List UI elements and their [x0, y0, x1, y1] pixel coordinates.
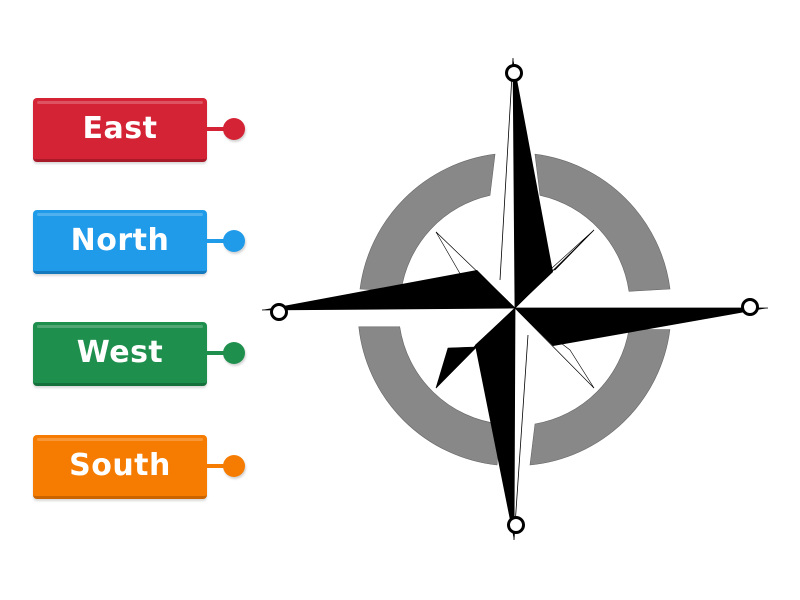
compass-point-south [475, 308, 515, 540]
compass-ring [358, 153, 671, 466]
label-west[interactable]: West [33, 322, 248, 388]
label-west-card[interactable]: West [33, 322, 207, 386]
compass-ring-segment-top-left [359, 153, 496, 292]
compass-ring-segment-bottom-left [358, 326, 501, 466]
label-north-text: North [70, 223, 170, 258]
target-north[interactable] [505, 64, 523, 82]
compass-ring-segment-bottom-right [529, 329, 671, 466]
drop-targets[interactable] [270, 64, 759, 534]
label-north-card[interactable]: North [33, 210, 207, 274]
label-east-pin[interactable] [223, 118, 245, 140]
label-east-connector [207, 127, 227, 131]
label-west-pin[interactable] [223, 342, 245, 364]
target-south[interactable] [507, 516, 525, 534]
compass-point-north [513, 58, 553, 308]
label-south-connector [207, 464, 227, 468]
compass-point-east [515, 308, 768, 346]
compass-major-points [261, 57, 769, 541]
label-north-pin[interactable] [223, 230, 245, 252]
target-west[interactable] [270, 303, 288, 321]
label-south-pin[interactable] [223, 455, 245, 477]
compass-ring-segment-top-right [534, 153, 671, 292]
label-south[interactable]: South [33, 435, 248, 501]
label-south-text: South [69, 448, 171, 483]
label-west-text: West [76, 335, 164, 370]
label-east-card[interactable]: East [33, 98, 207, 162]
target-east[interactable] [741, 298, 759, 316]
compass-point-west [262, 270, 515, 310]
label-north-connector [207, 239, 227, 243]
label-west-connector [207, 351, 227, 355]
label-east-text: East [82, 111, 158, 146]
label-east[interactable]: East [33, 98, 248, 164]
label-north[interactable]: North [33, 210, 248, 276]
label-south-card[interactable]: South [33, 435, 207, 499]
